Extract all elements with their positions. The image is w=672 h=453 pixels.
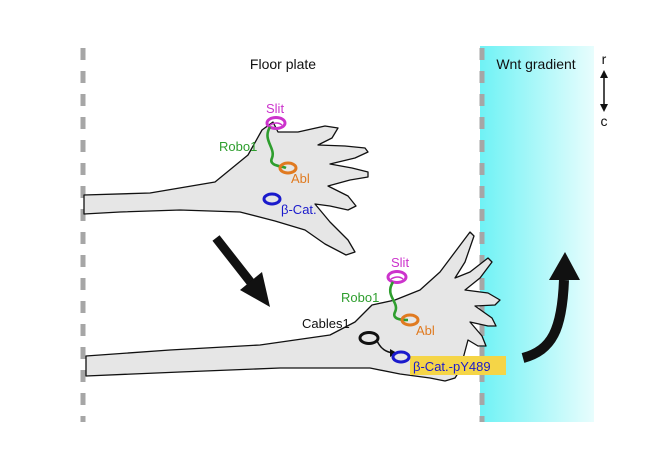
axis-up-arrowhead xyxy=(600,70,608,78)
axis-down-arrowhead xyxy=(600,104,608,112)
beta-catenin-icon xyxy=(262,192,282,206)
cables1-icon xyxy=(358,331,380,345)
beta-catenin-label: β-Cat. xyxy=(281,202,317,217)
slit-label: Slit xyxy=(266,101,284,116)
wnt-gradient-label: Wnt gradient xyxy=(496,56,575,72)
beta-catenin-p-highlight xyxy=(410,356,506,375)
slit-inner-icon-bottom xyxy=(390,276,404,280)
slit-icon-bottom xyxy=(386,270,408,284)
beta-catenin-icon-bottom xyxy=(391,350,411,364)
turning-arrowhead xyxy=(549,252,580,280)
transition-arrow-shaft xyxy=(212,235,256,287)
transition-arrowhead xyxy=(240,272,270,307)
slit-label-bottom: Slit xyxy=(391,255,409,270)
axis-r-label: r xyxy=(602,51,607,67)
robo1-label: Robo1 xyxy=(219,139,257,154)
cables1-label: Cables1 xyxy=(302,316,350,331)
floor-plate-label: Floor plate xyxy=(250,56,316,72)
abl-icon-bottom xyxy=(400,313,420,327)
beta-catenin-p-label: β-Cat.-pY489 xyxy=(413,359,491,374)
top-growth-cone xyxy=(83,121,369,256)
abl-icon xyxy=(278,161,298,175)
slit-icon xyxy=(265,116,287,130)
slit-inner-icon xyxy=(269,122,283,126)
turning-arrow xyxy=(521,279,569,363)
bottom-growth-cone xyxy=(85,231,501,382)
abl-label: Abl xyxy=(291,171,310,186)
axis-c-label: c xyxy=(601,113,608,129)
abl-label-bottom: Abl xyxy=(416,323,435,338)
robo1-label-bottom: Robo1 xyxy=(341,290,379,305)
